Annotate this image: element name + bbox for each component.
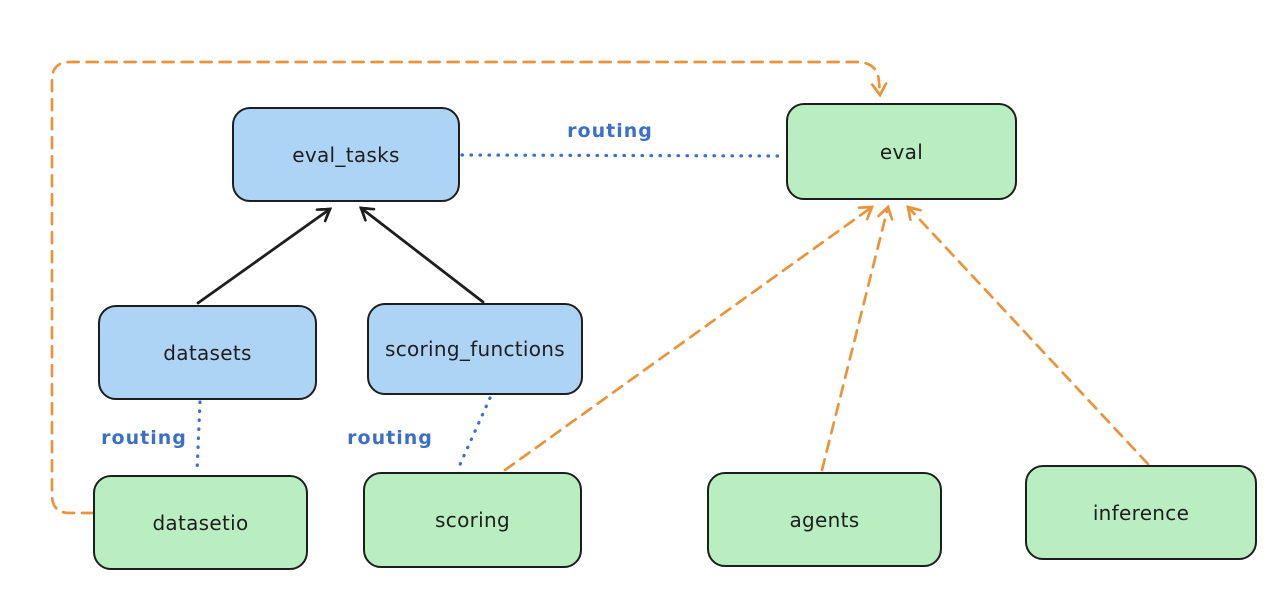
edge-datasets-to-eval-tasks — [196, 207, 332, 305]
node-scoring: scoring — [363, 472, 582, 568]
edge-datasetio-to-eval — [50, 60, 888, 515]
edge-scoring-functions-to-scoring-routing — [456, 396, 492, 471]
node-agents-label: agents — [789, 507, 860, 532]
routing-label-datasets-datasetio: routing — [101, 427, 187, 449]
edge-inference-to-eval — [906, 205, 1150, 466]
node-datasets-label: datasets — [163, 340, 252, 365]
node-datasetio-label: datasetio — [152, 510, 249, 535]
node-eval-tasks-label: eval_tasks — [292, 142, 400, 167]
node-eval-label: eval — [879, 139, 924, 164]
node-datasetio: datasetio — [93, 475, 308, 570]
node-eval: eval — [786, 103, 1017, 200]
edge-scoring-functions-to-eval-tasks — [359, 206, 485, 304]
edge-scoring-to-eval — [503, 205, 874, 472]
node-inference: inference — [1025, 465, 1257, 560]
edge-datasets-to-datasetio-routing — [195, 400, 202, 474]
node-eval-tasks: eval_tasks — [232, 107, 460, 202]
node-datasets: datasets — [98, 305, 317, 400]
node-scoring-label: scoring — [435, 508, 510, 532]
node-agents: agents — [707, 472, 942, 567]
node-scoring-functions-label: scoring_functions — [384, 337, 566, 361]
edge-agents-to-eval — [820, 204, 894, 472]
node-scoring-functions: scoring_functions — [367, 303, 583, 395]
node-inference-label: inference — [1092, 500, 1190, 525]
routing-label-eval-tasks-eval: routing — [567, 120, 653, 142]
routing-label-scoring-functions-scoring: routing — [347, 427, 433, 449]
edge-eval-tasks-to-eval-routing — [460, 153, 787, 158]
